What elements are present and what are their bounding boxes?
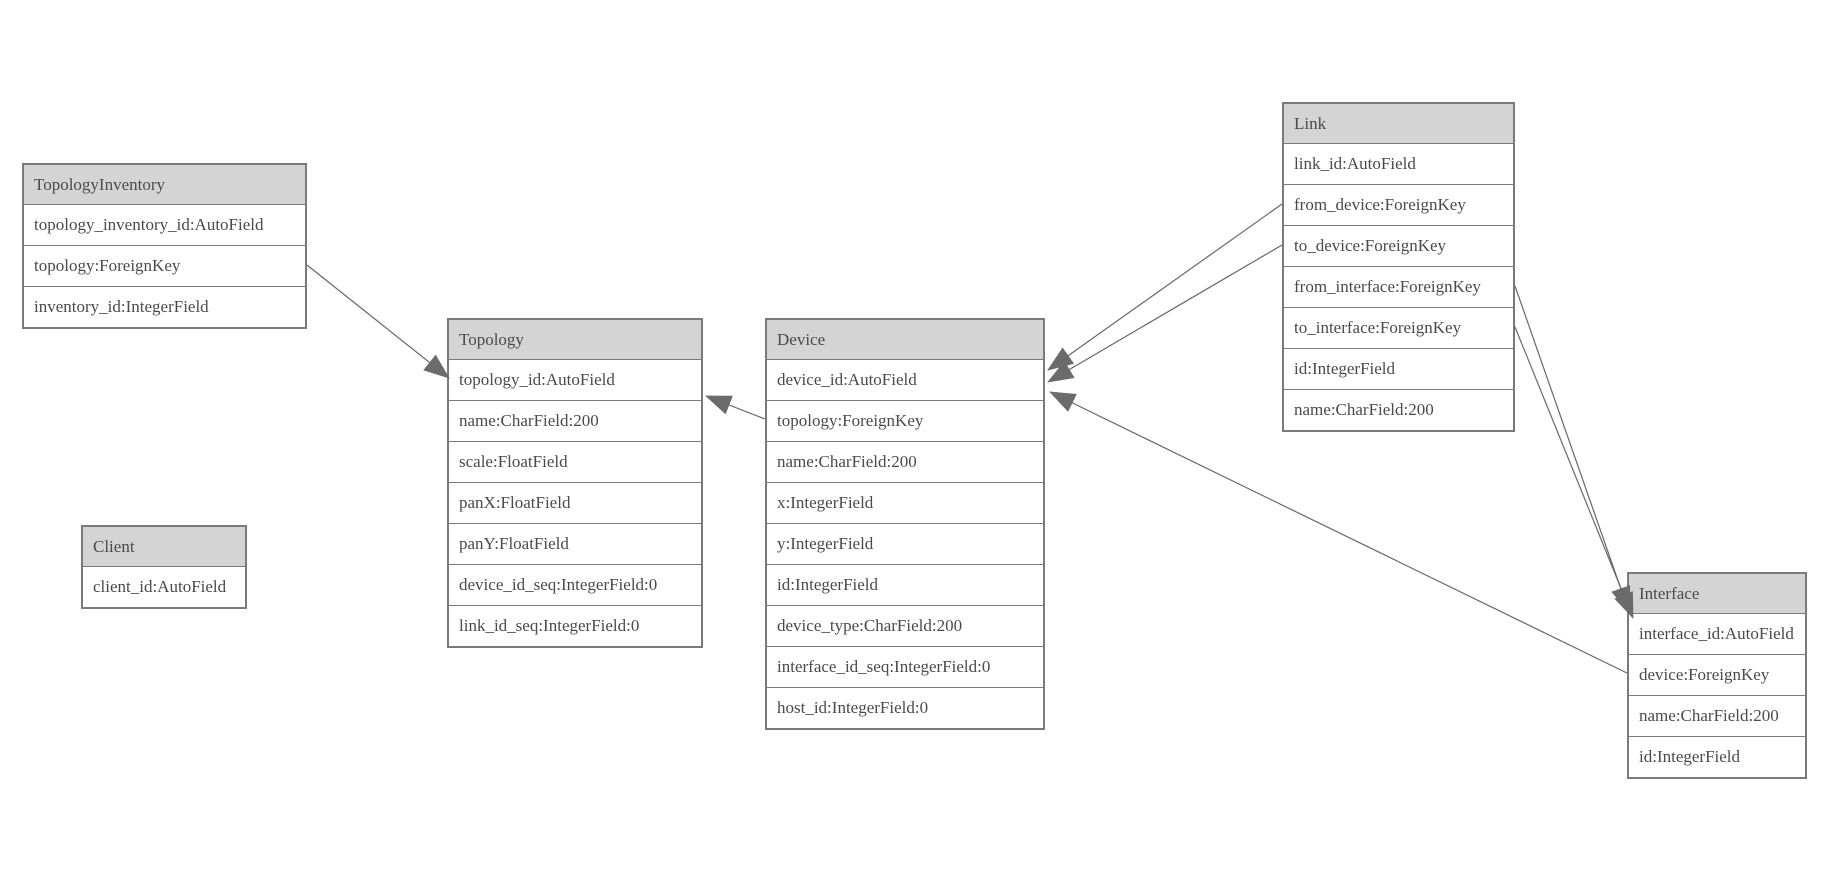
entity-field-row: id:IntegerField: [1284, 349, 1513, 390]
entity-title-link: Link: [1284, 104, 1513, 144]
entity-field-row: x:IntegerField: [767, 483, 1043, 524]
entity-field-row: name:CharField:200: [1629, 696, 1805, 737]
relation-arrow-topologyinventory-topology-to-topology: [306, 264, 450, 379]
entity-field-row: link_id:AutoField: [1284, 144, 1513, 185]
entity-field-row: name:CharField:200: [1284, 390, 1513, 430]
entity-field-row: topology_inventory_id:AutoField: [24, 205, 305, 246]
entity-field-row: device_type:CharField:200: [767, 606, 1043, 647]
entity-title-interface: Interface: [1629, 574, 1805, 614]
entity-field-row: topology_id:AutoField: [449, 360, 701, 401]
entity-field-row: inventory_id:IntegerField: [24, 287, 305, 327]
entity-field-row: name:CharField:200: [449, 401, 701, 442]
relation-arrow-link-to-device-to-device: [1047, 244, 1283, 383]
relation-arrow-interface-device-to-device: [1049, 391, 1628, 674]
entity-field-row: to_device:ForeignKey: [1284, 226, 1513, 267]
entity-field-row: device:ForeignKey: [1629, 655, 1805, 696]
relation-arrow-link-from-interface-to-interface: [1514, 285, 1631, 613]
entity-field-row: from_device:ForeignKey: [1284, 185, 1513, 226]
entity-field-row: y:IntegerField: [767, 524, 1043, 565]
entity-field-row: interface_id:AutoField: [1629, 614, 1805, 655]
entity-field-row: from_interface:ForeignKey: [1284, 267, 1513, 308]
entity-field-row: topology:ForeignKey: [24, 246, 305, 287]
entity-field-row: client_id:AutoField: [83, 567, 245, 607]
entity-field-row: device_id_seq:IntegerField:0: [449, 565, 701, 606]
entity-field-row: link_id_seq:IntegerField:0: [449, 606, 701, 646]
entity-title-topology: Topology: [449, 320, 701, 360]
entity-field-row: id:IntegerField: [767, 565, 1043, 606]
entity-title-client: Client: [83, 527, 245, 567]
relation-arrow-device-topology-to-topology: [705, 395, 766, 420]
entity-field-row: id:IntegerField: [1629, 737, 1805, 777]
entity-field-row: host_id:IntegerField:0: [767, 688, 1043, 728]
entity-field-row: name:CharField:200: [767, 442, 1043, 483]
entity-field-row: topology:ForeignKey: [767, 401, 1043, 442]
relation-arrow-link-to-interface-to-interface: [1514, 326, 1634, 619]
entity-field-row: panY:FloatField: [449, 524, 701, 565]
entity-field-row: to_interface:ForeignKey: [1284, 308, 1513, 349]
entity-title-topology-inventory: TopologyInventory: [24, 165, 305, 205]
entity-title-device: Device: [767, 320, 1043, 360]
entity-field-row: device_id:AutoField: [767, 360, 1043, 401]
entity-field-row: interface_id_seq:IntegerField:0: [767, 647, 1043, 688]
entity-field-row: panX:FloatField: [449, 483, 701, 524]
relation-arrow-link-from-device-to-device: [1047, 203, 1283, 371]
entity-field-row: scale:FloatField: [449, 442, 701, 483]
